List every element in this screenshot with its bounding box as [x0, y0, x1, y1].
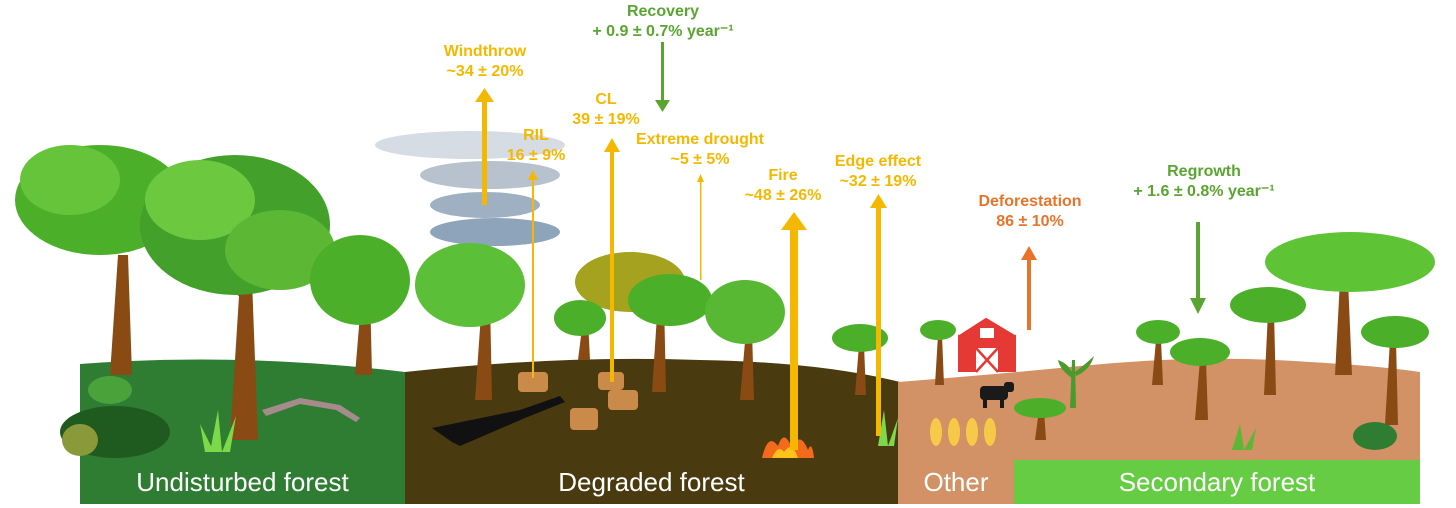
- fire-label: Fire ~48 ± 26%: [728, 166, 838, 206]
- tree-icon: [140, 155, 335, 440]
- drought-arrow: [697, 174, 704, 280]
- ril-arrow: [528, 170, 538, 378]
- sapling-icon: [1058, 356, 1094, 408]
- regrowth-label: Regrowth + 1.6 ± 0.8% year⁻¹: [1116, 162, 1292, 202]
- undisturbed-forest-band: Undisturbed forest: [80, 460, 405, 504]
- windthrow-title: Windthrow: [443, 43, 527, 60]
- tree-icon: [1014, 398, 1066, 440]
- barn-icon: [957, 314, 1017, 373]
- deforestation-title: Deforestation: [978, 193, 1082, 210]
- other-band: Other: [898, 460, 1014, 504]
- cl-label: CL 39 ± 19%: [556, 90, 656, 130]
- drought-label: Extreme drought ~5 ± 5%: [620, 130, 780, 170]
- edge-effect-arrow: [870, 194, 887, 436]
- tree-icon: [1136, 320, 1180, 385]
- drought-title: Extreme drought: [635, 131, 764, 148]
- regrowth-title: Regrowth: [1167, 163, 1241, 180]
- degraded-forest-band: Degraded forest: [405, 460, 898, 504]
- tree-icon: [705, 280, 785, 400]
- cl-value: 39 ± 19%: [572, 111, 640, 128]
- fallen-branch: [262, 396, 565, 446]
- windthrow-label: Windthrow ~34 ± 20%: [410, 42, 560, 82]
- recovery-label: Recovery + 0.9 ± 0.7% year⁻¹: [578, 2, 748, 42]
- grass-icon: [200, 410, 236, 452]
- tree-icon: [415, 243, 525, 400]
- bush-icon: [60, 376, 170, 458]
- deforestation-label: Deforestation 86 ± 10%: [960, 192, 1100, 232]
- tree-icon: [310, 235, 410, 375]
- edge-effect-label: Edge effect ~32 ± 19%: [818, 152, 938, 192]
- tree-icon: [920, 320, 956, 385]
- cl-arrow: [604, 138, 620, 382]
- tree-icon: [1230, 287, 1306, 395]
- secondary-forest-band: Secondary forest: [1014, 460, 1420, 504]
- windthrow-arrow: [475, 88, 494, 205]
- ril-value: 16 ± 9%: [506, 147, 566, 164]
- fire-arrow: [781, 212, 807, 450]
- tree-icon: [554, 300, 606, 360]
- other-ground: [898, 358, 1420, 462]
- recovery-arrow: [655, 42, 670, 112]
- tree-icon: [1361, 316, 1429, 425]
- edge-effect-title: Edge effect: [834, 153, 922, 170]
- fire-value: ~48 ± 26%: [744, 187, 822, 204]
- regrowth-arrow: [1190, 222, 1206, 314]
- drought-value: ~5 ± 5%: [670, 151, 730, 168]
- deforestation-value: 86 ± 10%: [996, 213, 1064, 230]
- recovery-value: + 0.9 ± 0.7% year⁻¹: [592, 23, 734, 40]
- ril-title: RIL: [523, 127, 549, 144]
- tree-icon: [1170, 338, 1230, 420]
- ril-label: RIL 16 ± 9%: [486, 126, 586, 166]
- regrowth-value: + 1.6 ± 0.8% year⁻¹: [1133, 183, 1275, 200]
- edge-effect-value: ~32 ± 19%: [839, 173, 917, 190]
- cl-title: CL: [595, 91, 617, 108]
- deforestation-arrow: [1021, 246, 1037, 330]
- grass-icon: [878, 410, 898, 446]
- cow-icon: [980, 382, 1014, 408]
- stump-icon: [518, 372, 638, 430]
- tree-icon: [1265, 232, 1435, 375]
- grass-icon: [1232, 424, 1256, 450]
- fire-title: Fire: [768, 167, 798, 184]
- windthrow-value: ~34 ± 20%: [446, 63, 524, 80]
- recovery-title: Recovery: [626, 3, 700, 20]
- bush-icon: [1353, 422, 1397, 450]
- tree-icon: [832, 324, 888, 395]
- tree-icon: [575, 252, 712, 392]
- corn-icon: [930, 418, 996, 446]
